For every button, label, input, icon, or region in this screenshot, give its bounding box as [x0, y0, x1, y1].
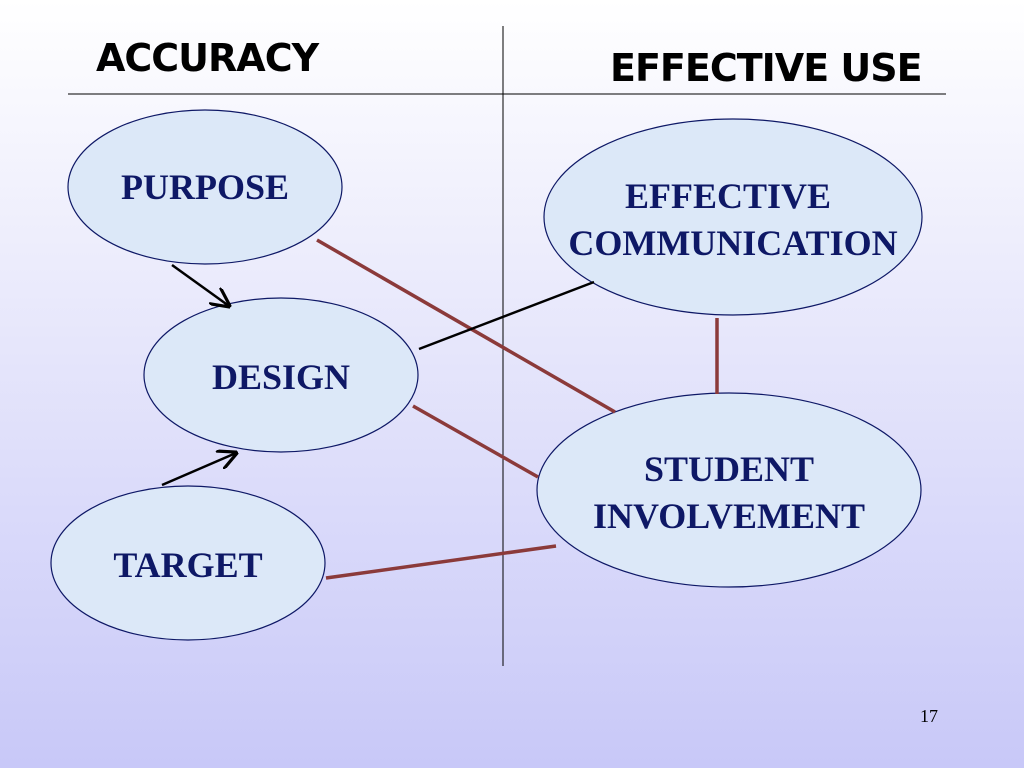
purpose-label: PURPOSE: [121, 167, 289, 207]
arrow-target-to-design: [161, 453, 236, 487]
design-label: DESIGN: [212, 357, 350, 397]
link-design-student: [412, 404, 539, 479]
effective-communication-node: [543, 118, 923, 316]
purpose-node: [67, 109, 343, 265]
effective-communication-label-line1: EFFECTIVE: [625, 176, 831, 216]
effective-communication-label-line2: COMMUNICATION: [568, 223, 897, 263]
page-number: 17: [920, 706, 938, 726]
design-node: [143, 297, 419, 453]
target-label: TARGET: [113, 545, 262, 585]
link-purpose-student: [316, 238, 616, 414]
link-design-communication: [418, 280, 595, 351]
heading-effective-use: EFFECTIVE USE: [610, 46, 923, 90]
target-node: [50, 485, 326, 641]
heading-accuracy: ACCURACY: [96, 36, 319, 80]
link-target-student: [325, 544, 557, 580]
arrow-purpose-to-design: [171, 263, 229, 306]
student-involvement-node: [536, 392, 922, 588]
student-involvement-label-line1: STUDENT: [644, 449, 814, 489]
student-involvement-label-line2: INVOLVEMENT: [593, 496, 865, 536]
